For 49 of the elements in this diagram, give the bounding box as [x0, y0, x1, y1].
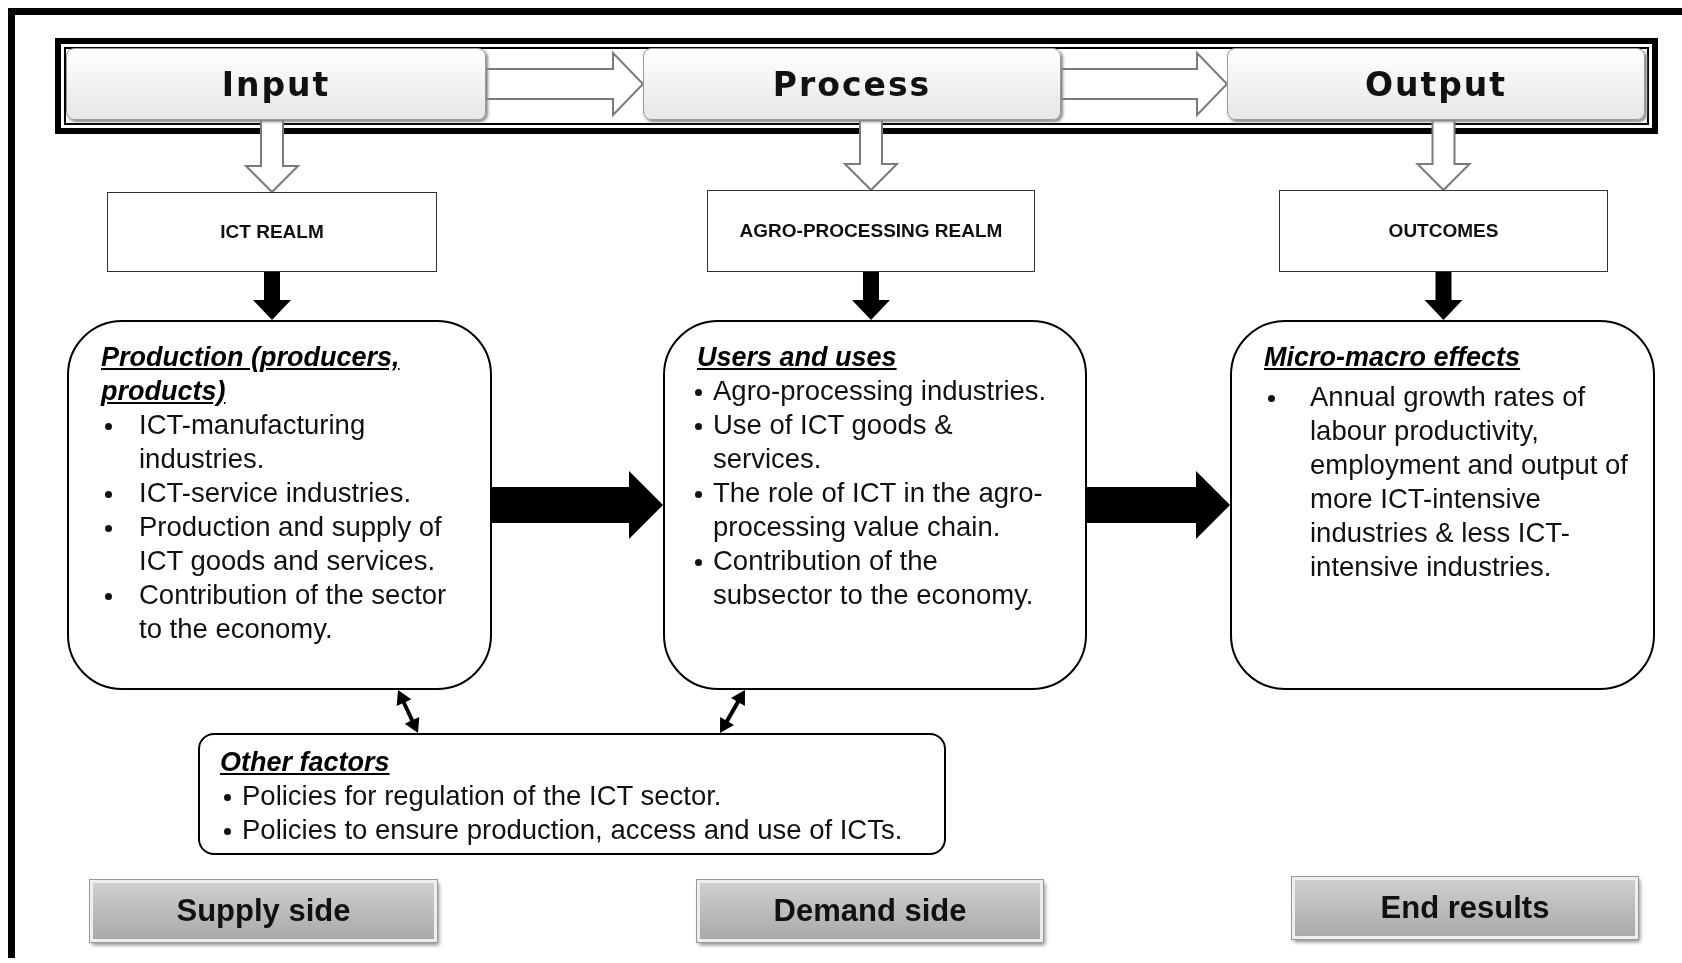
stage-label: Output	[1364, 64, 1508, 104]
realm-box	[107, 192, 437, 272]
block-arrow	[253, 272, 291, 320]
bullet-item: ICT-manufacturing industries.	[101, 408, 468, 476]
bullet-item: Contribution of the subsector to the economy.	[697, 544, 1063, 612]
side-label-box	[1292, 877, 1638, 939]
block-arrow	[1424, 272, 1463, 320]
content-panel	[663, 320, 1087, 690]
block-arrow	[1087, 471, 1230, 539]
side-label-box	[90, 880, 437, 942]
stage-box	[643, 48, 1061, 120]
stage-label: Process	[772, 64, 932, 104]
hollow-arrow	[1060, 50, 1229, 118]
bullet-item: The role of ICT in the agro-processing value chain.	[697, 476, 1063, 544]
block-arrow	[852, 272, 890, 320]
side-label: Demand side	[773, 893, 967, 929]
realm-label: AGRO-PROCESSING REALM	[739, 220, 1003, 242]
realm-label: OUTCOMES	[1388, 220, 1499, 242]
bullet-item: Agro-processing industries.	[697, 374, 1063, 408]
stage-label: Input	[221, 64, 331, 104]
double-arrow	[720, 690, 745, 733]
stage-box	[1227, 48, 1645, 120]
stage-box	[66, 48, 486, 120]
realm-box	[707, 190, 1035, 272]
realm-box	[1279, 190, 1608, 272]
hollow-arrow	[243, 119, 301, 194]
panel-heading: Micro-macro effects	[1264, 341, 1522, 374]
content-panel	[67, 320, 492, 690]
factors-box	[198, 733, 946, 855]
bullet-item: Annual growth rates of labour productivity, employment and output of more ICT-intensive industries & less ICT-intensive industries.	[1264, 380, 1631, 584]
bullet-item: Policies for regulation of the ICT sector.	[220, 779, 934, 813]
side-label: End results	[1380, 890, 1550, 926]
hollow-arrow	[842, 119, 900, 192]
hollow-arrow	[485, 50, 645, 118]
panel-heading: Other factors	[220, 746, 391, 779]
bullet-item: Production and supply of ICT goods and services.	[101, 510, 468, 578]
bullet-item: ICT-service industries.	[101, 476, 468, 510]
hollow-arrow	[1415, 119, 1472, 192]
panel-heading: Production (producers, products)	[101, 341, 401, 408]
side-label-box	[697, 880, 1043, 942]
bullet-item: Use of ICT goods & services.	[697, 408, 1063, 476]
side-label: Supply side	[176, 893, 351, 929]
bullet-item: Policies to ensure production, access and use of ICTs.	[220, 813, 934, 847]
bullet-item: Contribution of the sector to the economy.	[101, 578, 468, 646]
realm-label: ICT REALM	[220, 221, 324, 243]
content-panel	[1230, 320, 1655, 690]
block-arrow	[492, 471, 663, 539]
double-arrow	[396, 690, 420, 733]
panel-heading: Users and uses	[697, 341, 898, 374]
